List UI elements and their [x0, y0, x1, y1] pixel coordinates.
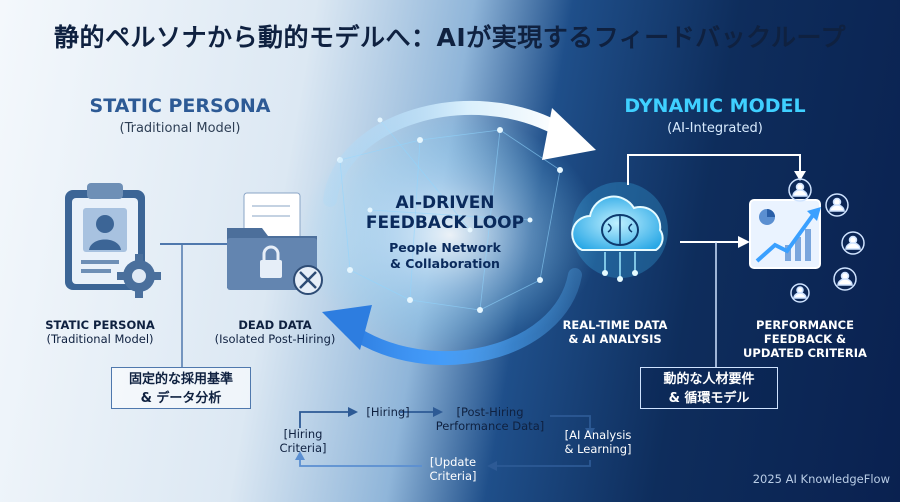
center-loop-sub-1: People Network: [389, 240, 501, 255]
static-persona-label-sub: (Traditional Model): [46, 332, 154, 346]
loop-update-label: [Update Criteria]: [418, 455, 488, 483]
mini-loop-arrows: [295, 407, 595, 471]
static-persona-header: STATIC PERSONA: [89, 95, 271, 117]
fixed-criteria-line1: 固定的な採用基準: [128, 372, 233, 387]
loop-ai-analysis-1: [AI Analysis: [564, 428, 632, 442]
dynamic-model-header: DYNAMIC MODEL: [624, 95, 806, 117]
loop-hiring-criteria-2: Criteria]: [279, 441, 327, 455]
loop-hiring-label: [Hiring]: [366, 405, 410, 419]
dynamic-model-subheader: (AI-Integrated): [667, 121, 763, 136]
gear-icon: [117, 254, 161, 298]
dynamic-requirements-line2: & 循環モデル: [668, 391, 750, 406]
loop-arrow-top-head: [542, 108, 596, 160]
fixed-criteria-box: 固定的な採用基準 & データ分析: [111, 367, 251, 409]
blocked-icon: [293, 265, 323, 295]
loop-ai-analysis-2: & Learning]: [564, 442, 632, 456]
page-title: 静的ペルソナから動的モデルへ：AIが実現するフィードバックループ: [54, 23, 846, 52]
static-persona-label-title: STATIC PERSONA: [45, 318, 155, 332]
performance-label-1: PERFORMANCE: [756, 318, 854, 332]
fixed-criteria-line2: & データ分析: [140, 391, 222, 406]
performance-label-3: UPDATED CRITERIA: [743, 346, 867, 360]
static-persona-label: STATIC PERSONA (Traditional Model): [25, 318, 175, 346]
dead-data-label-sub: (Isolated Post-Hiring): [214, 332, 336, 346]
performance-dashboard-icon: [749, 178, 865, 303]
loop-hiring-criteria-label: [Hiring Criteria]: [268, 427, 338, 455]
center-loop-title: AI-DRIVEN FEEDBACK LOOP: [360, 193, 530, 233]
loop-arrow-bottom-head: [322, 305, 372, 350]
center-loop-title-2: FEEDBACK LOOP: [365, 213, 525, 233]
performance-label: PERFORMANCE FEEDBACK & UPDATED CRITERIA: [730, 318, 880, 360]
loop-update-1: [Update: [429, 455, 477, 469]
loop-post-hiring-2: Performance Data]: [435, 419, 545, 433]
loop-arrow-bottom: [343, 268, 582, 365]
center-loop-sub-2: & Collaboration: [390, 256, 500, 271]
loop-hiring-criteria-1: [Hiring: [283, 427, 323, 441]
realtime-label-2: & AI ANALYSIS: [568, 332, 662, 346]
static-persona-subheader: (Traditional Model): [119, 121, 241, 136]
loop-post-hiring-label: [Post-Hiring Performance Data]: [415, 405, 565, 433]
realtime-label-1: REAL-TIME DATA: [562, 318, 668, 332]
dynamic-requirements-line1: 動的な人材要件: [663, 372, 755, 387]
loop-arrow-top: [323, 101, 567, 207]
center-loop-title-1: AI-DRIVEN: [395, 193, 495, 213]
dead-data-label: DEAD DATA (Isolated Post-Hiring): [200, 318, 350, 346]
performance-label-2: FEEDBACK &: [763, 332, 847, 346]
loop-post-hiring-1: [Post-Hiring: [456, 405, 524, 419]
person-icon: [788, 178, 812, 202]
realtime-label: REAL-TIME DATA & AI ANALYSIS: [540, 318, 690, 346]
center-loop-subtitle: People Network & Collaboration: [360, 240, 530, 272]
right-connectors: [627, 154, 806, 367]
dead-data-label-title: DEAD DATA: [238, 318, 312, 332]
loop-ai-analysis-label: [AI Analysis & Learning]: [548, 428, 648, 456]
footer-credit: 2025 AI KnowledgeFlow: [752, 472, 890, 486]
dead-data-folder-icon: [227, 192, 323, 295]
ai-brain-cloud-icon: [571, 182, 668, 282]
loop-update-2: Criteria]: [429, 469, 477, 483]
dynamic-requirements-box: 動的な人材要件 & 循環モデル: [640, 367, 778, 409]
persona-clipboard-icon: [65, 183, 161, 298]
